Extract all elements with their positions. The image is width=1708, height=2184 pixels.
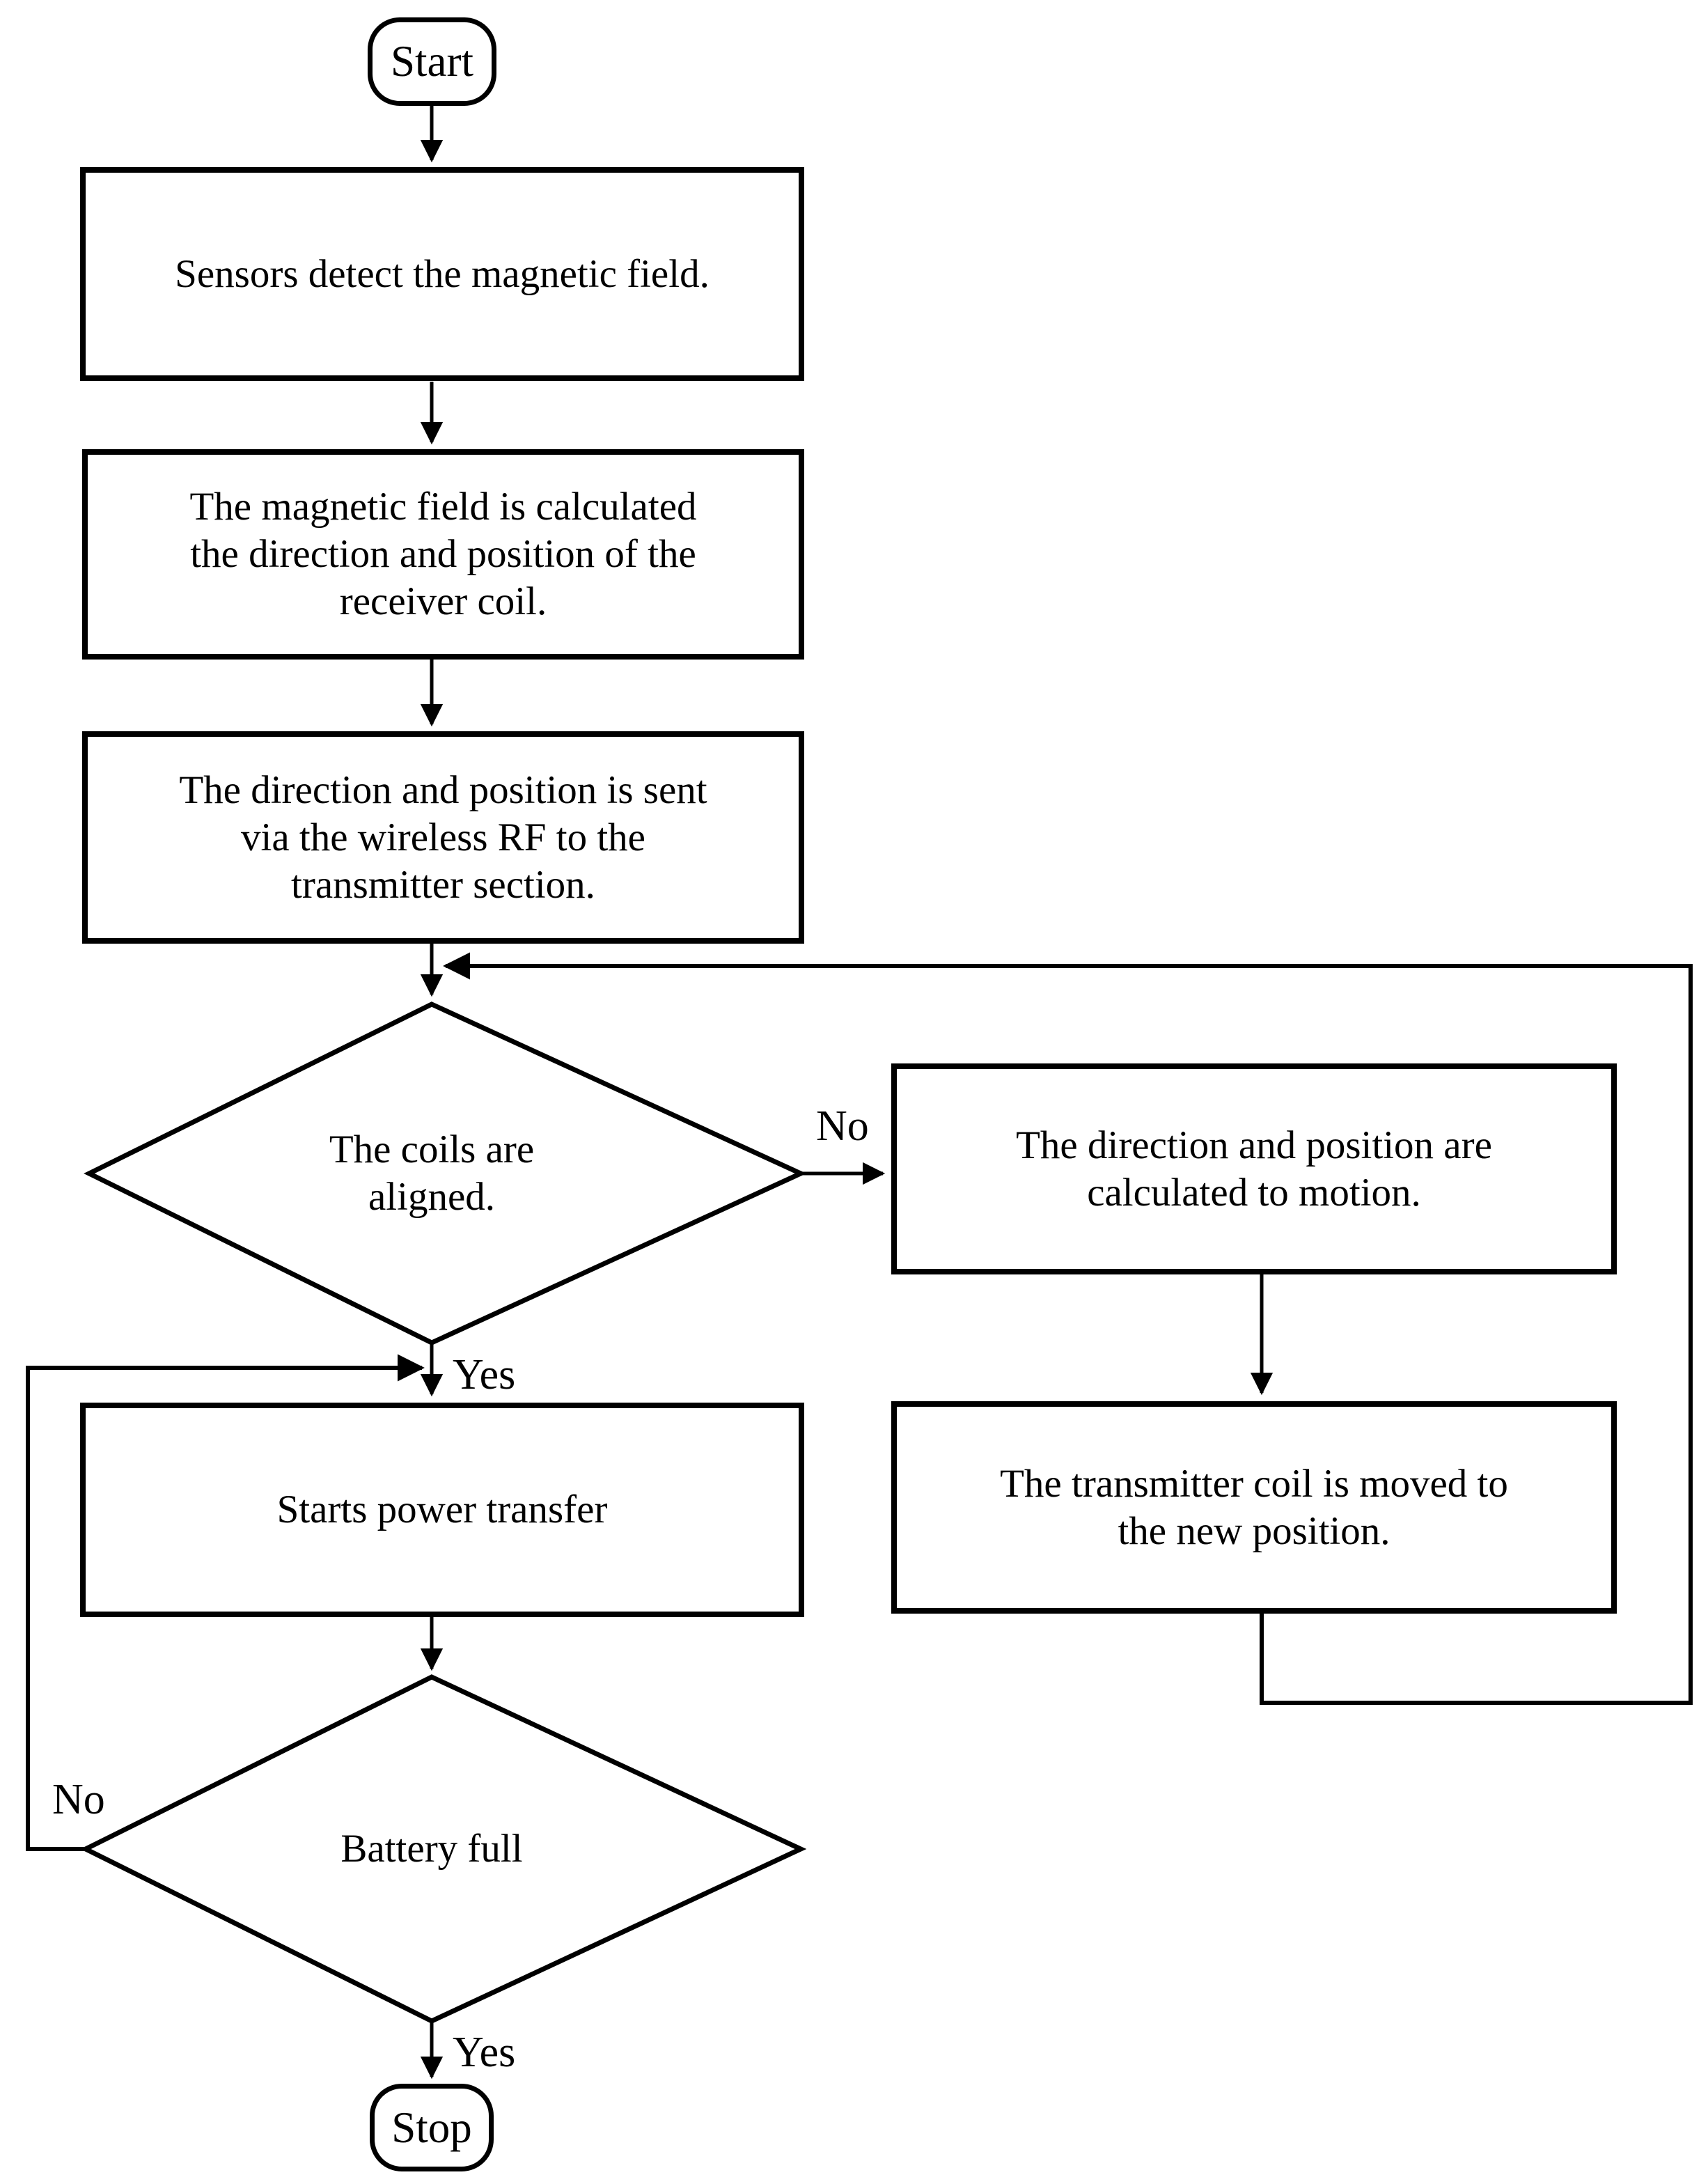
decision-coils-aligned-shape — [84, 1001, 807, 1346]
decision-battery-full-shape — [80, 1674, 807, 2024]
process-send-rf-label: The direction and position is sent via t… — [179, 767, 707, 907]
start-node: Start — [368, 17, 496, 106]
edge-label-battery-yes: Yes — [453, 2029, 516, 2076]
process-calculate-motion-label: The direction and position are calculate… — [1016, 1123, 1492, 1215]
edge-label-coils-yes: Yes — [453, 1351, 516, 1398]
process-send-rf: The direction and position is sent via t… — [82, 731, 804, 944]
process-move-transmitter-coil-label: The transmitter coil is moved to the new… — [1000, 1461, 1508, 1553]
loop-battery-no-to-power — [26, 1354, 425, 1851]
process-move-transmitter-coil: The transmitter coil is moved to the new… — [891, 1401, 1617, 1614]
loop-move-coil-to-coils-aligned — [443, 952, 1693, 1705]
stop-node: Stop — [370, 2084, 494, 2171]
process-detect-field: Sensors detect the magnetic field. — [80, 167, 804, 381]
start-label: Start — [391, 37, 473, 86]
process-calculate-field-label: The magnetic field is calculated the dir… — [189, 485, 697, 623]
process-start-power-transfer-label: Starts power transfer — [276, 1488, 608, 1531]
edge-label-battery-no: No — [52, 1776, 105, 1823]
stop-label: Stop — [391, 2103, 472, 2152]
process-calculate-motion: The direction and position are calculate… — [891, 1063, 1617, 1274]
decision-battery-full: Battery full — [223, 1813, 641, 1885]
decision-battery-full-label: Battery full — [340, 1827, 523, 1871]
process-start-power-transfer: Starts power transfer — [80, 1403, 804, 1617]
process-detect-field-label: Sensors detect the magnetic field. — [175, 251, 710, 296]
decision-coils-aligned-label: The coils are aligned. — [329, 1128, 535, 1219]
decision-coils-aligned: The coils are aligned. — [223, 1086, 641, 1261]
edge-label-coils-no: No — [816, 1102, 869, 1150]
process-calculate-field: The magnetic field is calculated the dir… — [82, 449, 804, 660]
